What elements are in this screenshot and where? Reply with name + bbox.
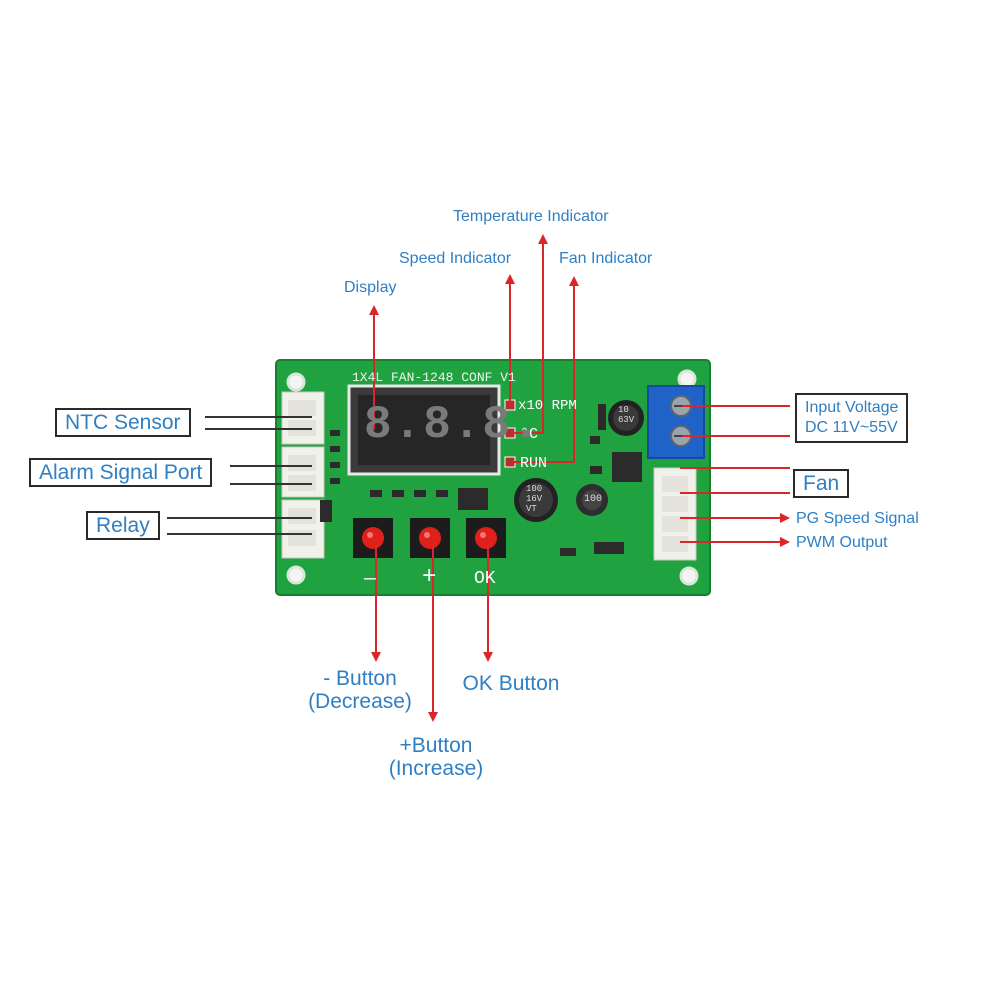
temp-led-label: °C bbox=[520, 426, 539, 443]
plus-button[interactable] bbox=[410, 518, 450, 558]
ntc-sensor-label: NTC Sensor bbox=[55, 408, 191, 437]
power-terminal-block bbox=[647, 385, 705, 459]
board-title-silkscreen: 1X4L FAN-1248 CONF V1 bbox=[352, 370, 516, 385]
pcb-board bbox=[275, 359, 711, 596]
plus-button-mark: + bbox=[422, 564, 437, 591]
relay-label: Relay bbox=[86, 511, 160, 540]
capacitor-large-text: 100 16V VT bbox=[526, 484, 543, 514]
input-voltage-label: Input Voltage DC 11V~55V bbox=[795, 393, 909, 443]
pg-speed-signal-label: PG Speed Signal bbox=[796, 510, 919, 527]
input-voltage-line-1-text: Input Voltage bbox=[805, 399, 899, 416]
plus-button-label-line-1: +Button bbox=[399, 734, 473, 757]
capacitor-small bbox=[608, 400, 644, 436]
plus-button-label-line-2: (Increase) bbox=[388, 757, 484, 781]
fan-label: Fan bbox=[793, 469, 850, 498]
temperature-indicator-arrow bbox=[512, 234, 548, 434]
plus-button-label: +Button (Increase) bbox=[374, 734, 498, 780]
display-label: Display bbox=[344, 279, 397, 296]
capacitor-small-text: 10 63V bbox=[618, 405, 635, 425]
fan-indicator-arrow bbox=[512, 276, 579, 463]
minus-button-label-line-2: (Decrease) bbox=[308, 690, 412, 714]
ok-button[interactable] bbox=[466, 518, 506, 558]
temperature-indicator-label: Temperature Indicator bbox=[453, 208, 609, 225]
mounting-holes bbox=[286, 369, 699, 586]
run-led-label: RUN bbox=[520, 455, 548, 472]
ok-button-label: OK Button bbox=[462, 672, 560, 695]
minus-button-label-line-1: - Button bbox=[323, 667, 397, 690]
minus-button[interactable] bbox=[353, 518, 393, 558]
smd-components bbox=[320, 404, 642, 556]
speed-indicator-label: Speed Indicator bbox=[399, 250, 512, 267]
left-pointer-lines bbox=[167, 416, 312, 535]
inductor bbox=[576, 484, 608, 516]
minus-button-label: - Button (Decrease) bbox=[296, 667, 424, 713]
inductor-text: 100 bbox=[584, 494, 603, 505]
minus-button-mark: — bbox=[364, 568, 377, 591]
input-voltage-line-2-text: DC 11V~55V bbox=[805, 419, 898, 436]
alarm-signal-port-label: Alarm Signal Port bbox=[29, 458, 213, 487]
pwm-output-label: PWM Output bbox=[796, 534, 888, 551]
ok-button-mark: OK bbox=[474, 569, 496, 589]
speed-led-label: x10 RPM bbox=[518, 398, 577, 414]
capacitor-large bbox=[514, 478, 558, 522]
fan-indicator-label: Fan Indicator bbox=[559, 250, 653, 267]
display-digits: 8.8.8. bbox=[364, 399, 542, 451]
annotation-lines bbox=[369, 234, 790, 722]
